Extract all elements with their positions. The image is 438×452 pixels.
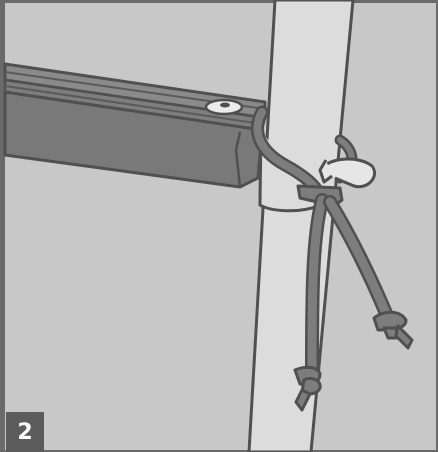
step-number-badge: 2: [6, 412, 44, 452]
rivet: [206, 100, 242, 114]
background: [5, 3, 436, 450]
